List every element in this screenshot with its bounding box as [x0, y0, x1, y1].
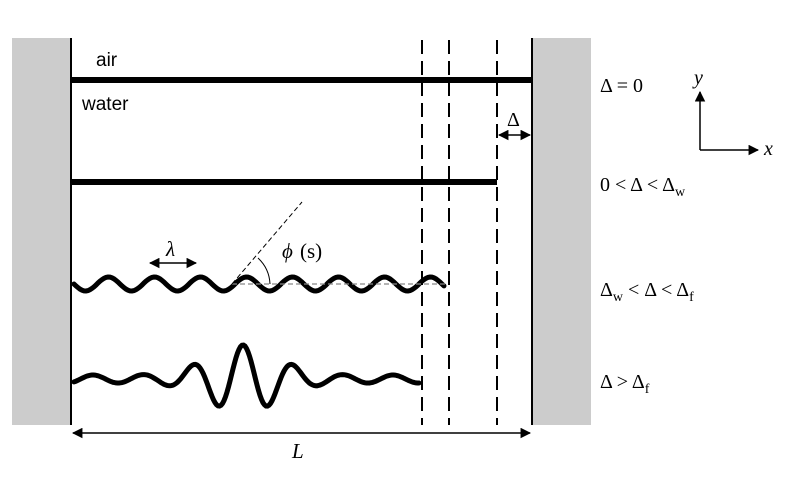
phi-tangent-line [231, 201, 303, 285]
film-state-folded [71, 342, 422, 409]
length-label: L [291, 439, 304, 463]
lambda-label: λ [165, 237, 175, 261]
phi-arg-label: (s) [300, 239, 322, 263]
film-state-wrinkled [71, 274, 447, 294]
left-wall [12, 38, 71, 425]
condition-label-4: Δ > Δf [600, 371, 650, 397]
phi-label: ϕ [282, 239, 293, 263]
air-label: air [96, 50, 118, 71]
condition-label-3: Δw < Δ < Δf [600, 279, 694, 305]
x-axis-label: x [763, 138, 773, 160]
y-axis-label: y [692, 67, 703, 89]
condition-label-1: Δ = 0 [600, 75, 643, 97]
condition-label-2: 0 < Δ < Δw [600, 174, 686, 200]
phi-angle-arc [257, 257, 271, 285]
delta-label: Δ [507, 109, 520, 131]
water-label: water [81, 94, 129, 115]
right-wall [532, 38, 591, 425]
